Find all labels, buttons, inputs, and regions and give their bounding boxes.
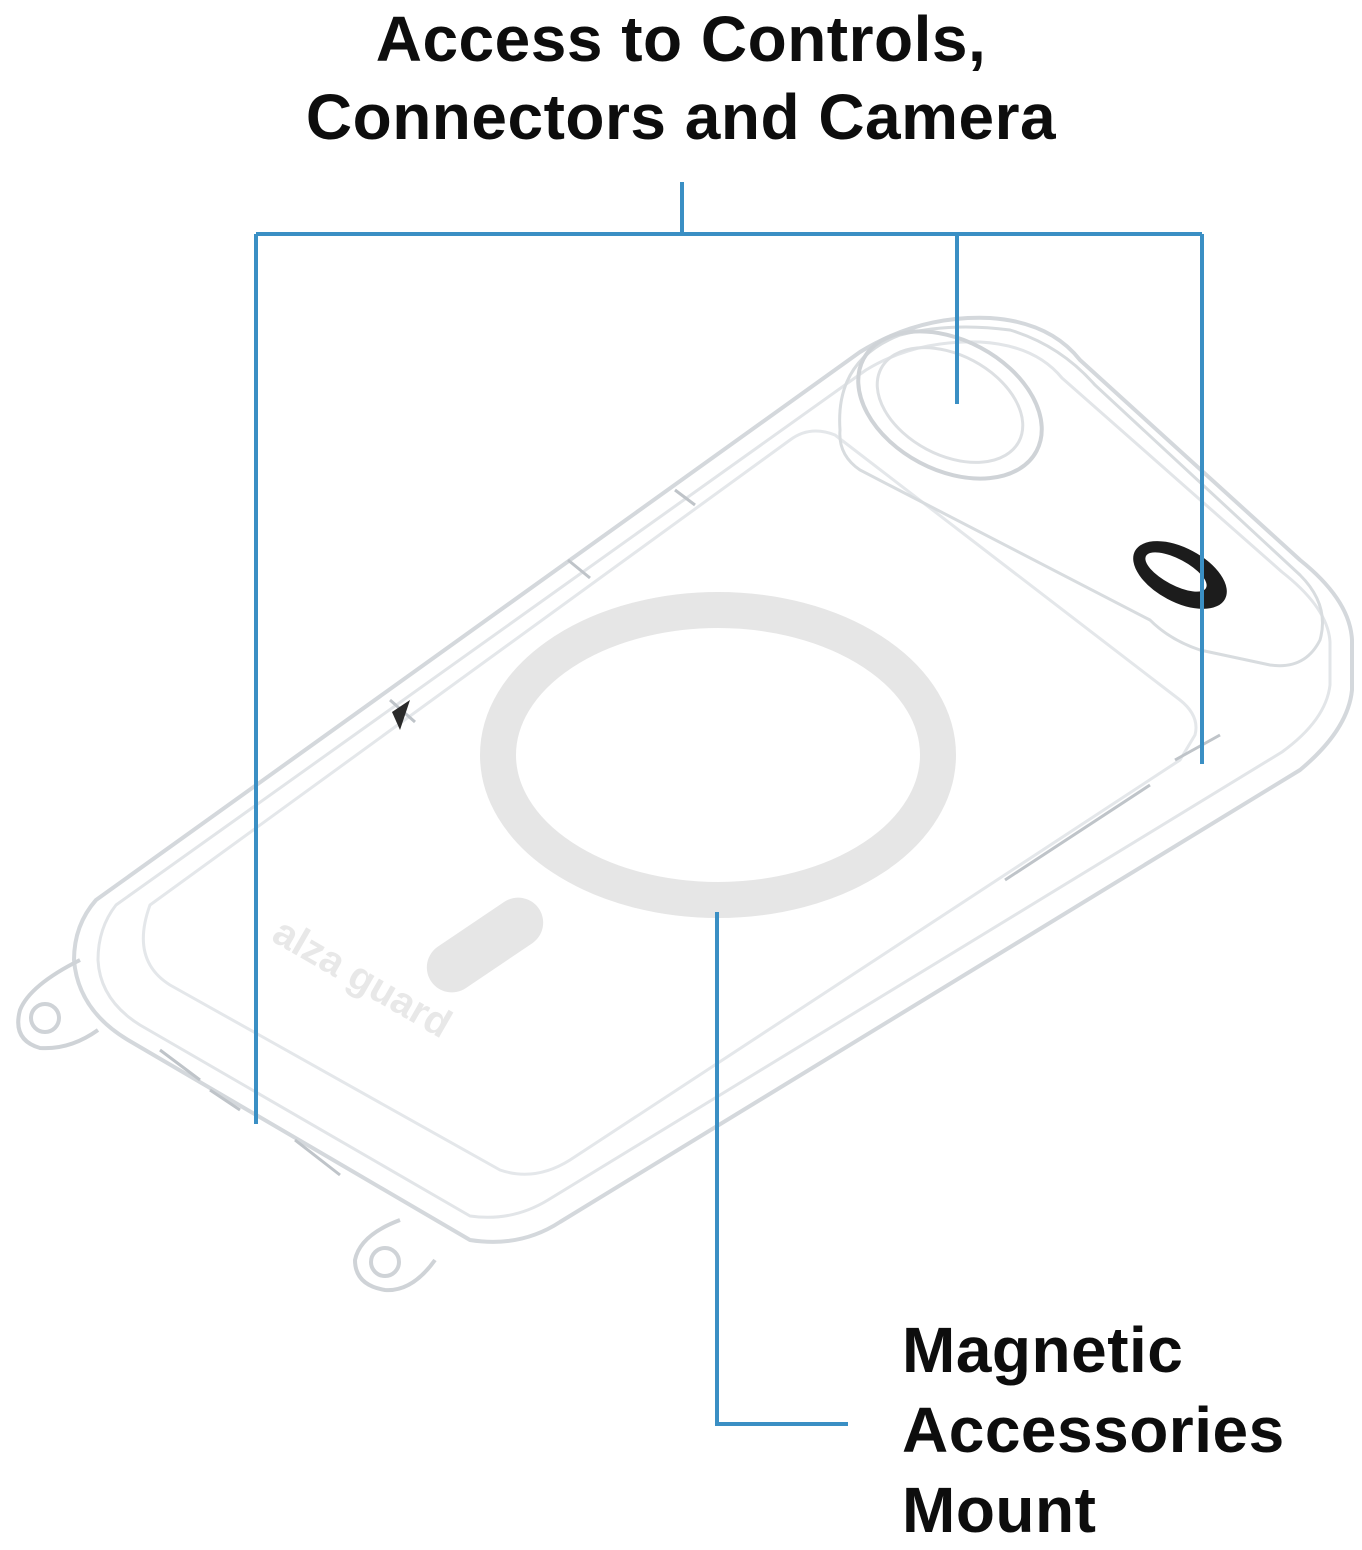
callout-lines [254, 182, 1204, 1426]
lanyard-loops [16, 958, 437, 1293]
action-button-cutout [674, 488, 696, 507]
phone-case [72, 315, 1354, 1244]
power-button-cutout [1004, 783, 1151, 882]
camera-lens-ring-outer [856, 329, 1044, 481]
magsafe-ring-outer [480, 592, 956, 918]
lanyard-loop-left [16, 958, 100, 1051]
magsafe-alignment-bar [426, 897, 544, 993]
lanyard-loop-right-hole [369, 1246, 401, 1278]
camera-bump-outline [838, 325, 1324, 668]
lanyard-loop-left-hole [29, 1002, 61, 1034]
magnetic-callout-line [715, 912, 848, 1426]
magnetic-callout-line2: Accessories [902, 1394, 1285, 1466]
speaker-holes [159, 1048, 241, 1112]
usb-c-cutout [294, 1138, 341, 1177]
controls-callout-heading: Access to Controls, Connectors and Camer… [0, 0, 1362, 156]
bottom-connector-area [159, 1048, 341, 1177]
magnetic-callout-heading: Magnetic Accessories Mount [902, 1310, 1285, 1550]
lanyard-loop-right [352, 1218, 437, 1293]
controls-callout-line2: Connectors and Camera [305, 81, 1057, 153]
case-inner-rim [96, 340, 1332, 1219]
case-back-panel [141, 429, 1198, 1176]
magnetic-callout-line3: Mount [902, 1474, 1097, 1546]
camera-lens-ring-inner [875, 346, 1025, 464]
case-outer-edge [72, 315, 1354, 1244]
side-button-shadow [392, 700, 410, 730]
magnetic-callout-line1: Magnetic [902, 1314, 1184, 1386]
magsafe-ring [426, 592, 956, 993]
camera-control-cutout [1174, 733, 1221, 762]
flash-cutout-inner [1145, 552, 1207, 592]
controls-callout-line1: Access to Controls, [375, 3, 987, 75]
volume-up-cutout [567, 558, 591, 580]
